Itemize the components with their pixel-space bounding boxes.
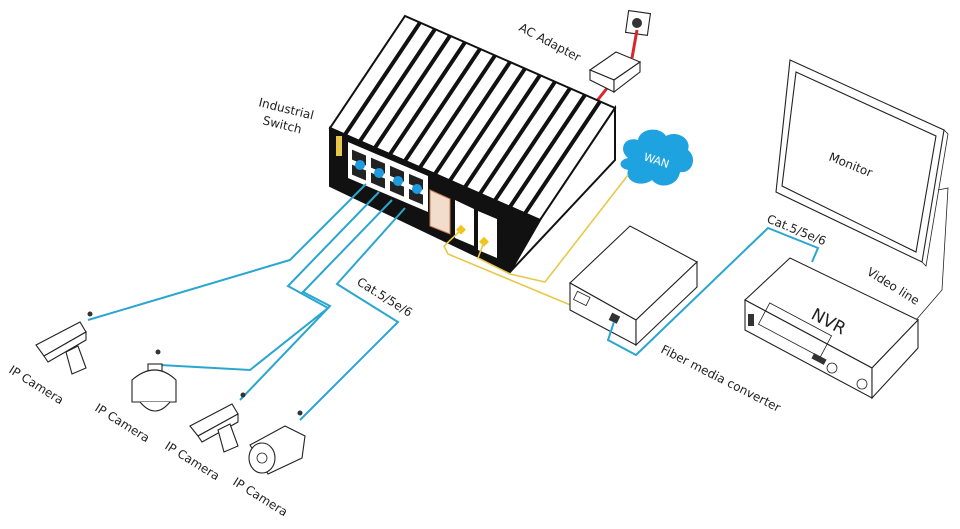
camera-4-label: IP Camera	[230, 475, 290, 520]
rj45-port	[371, 172, 385, 189]
heatsink-fin	[373, 34, 452, 149]
camera-1-label: IP Camera	[6, 363, 66, 408]
heatsink-fin	[478, 80, 557, 195]
heatsink-fin	[403, 47, 482, 162]
dome-camera-icon	[131, 349, 177, 412]
power-cable	[630, 29, 639, 59]
fiber-media-converter	[569, 225, 698, 347]
sfp-port-2	[479, 236, 489, 247]
fiber-converter-label: Fiber media converter	[659, 342, 783, 415]
nvr	[744, 257, 919, 400]
heatsink-fin	[508, 93, 587, 208]
heatsink-fin	[493, 87, 572, 202]
heatsink-fin	[433, 60, 512, 176]
ethernet-cable-camera-1	[87, 183, 367, 321]
rj45-ports	[352, 149, 423, 205]
ethernet-cable-nvr	[606, 226, 820, 357]
camera-3-label: IP Camera	[162, 439, 222, 484]
heatsink-fin	[448, 67, 527, 182]
wall-socket-icon	[624, 9, 652, 37]
ethernet-cable-camera-4	[299, 207, 406, 421]
bullet-camera-icon	[248, 410, 306, 475]
ac-adapter-label: AC Adapter	[517, 20, 583, 64]
heatsink-fin	[388, 41, 467, 156]
rj45-plug	[412, 184, 422, 194]
ethernet-cable-camera-2	[159, 191, 380, 372]
rj45-plug	[374, 168, 384, 178]
camera-2-label: IP Camera	[92, 401, 152, 446]
ethernet-cable-camera-3	[239, 199, 393, 401]
fiber-cable-wan	[476, 174, 629, 283]
box-camera-icon	[189, 392, 246, 453]
wan-cloud-icon	[620, 129, 694, 186]
heatsink-fin	[358, 28, 437, 143]
rj45-port	[352, 164, 366, 181]
rj45-plug	[393, 176, 403, 186]
box-camera-icon	[35, 311, 93, 375]
ac-adapter	[588, 51, 642, 94]
rj45-port	[409, 188, 423, 205]
heatsink-fin	[343, 21, 422, 136]
monitor	[775, 59, 949, 321]
heatsink-fin	[523, 100, 602, 215]
rj45-plug	[355, 160, 365, 170]
heatsink-fin	[463, 74, 542, 189]
rj45-port	[390, 180, 404, 197]
industrial-switch	[328, 14, 617, 274]
heatsink-fin	[418, 54, 497, 169]
